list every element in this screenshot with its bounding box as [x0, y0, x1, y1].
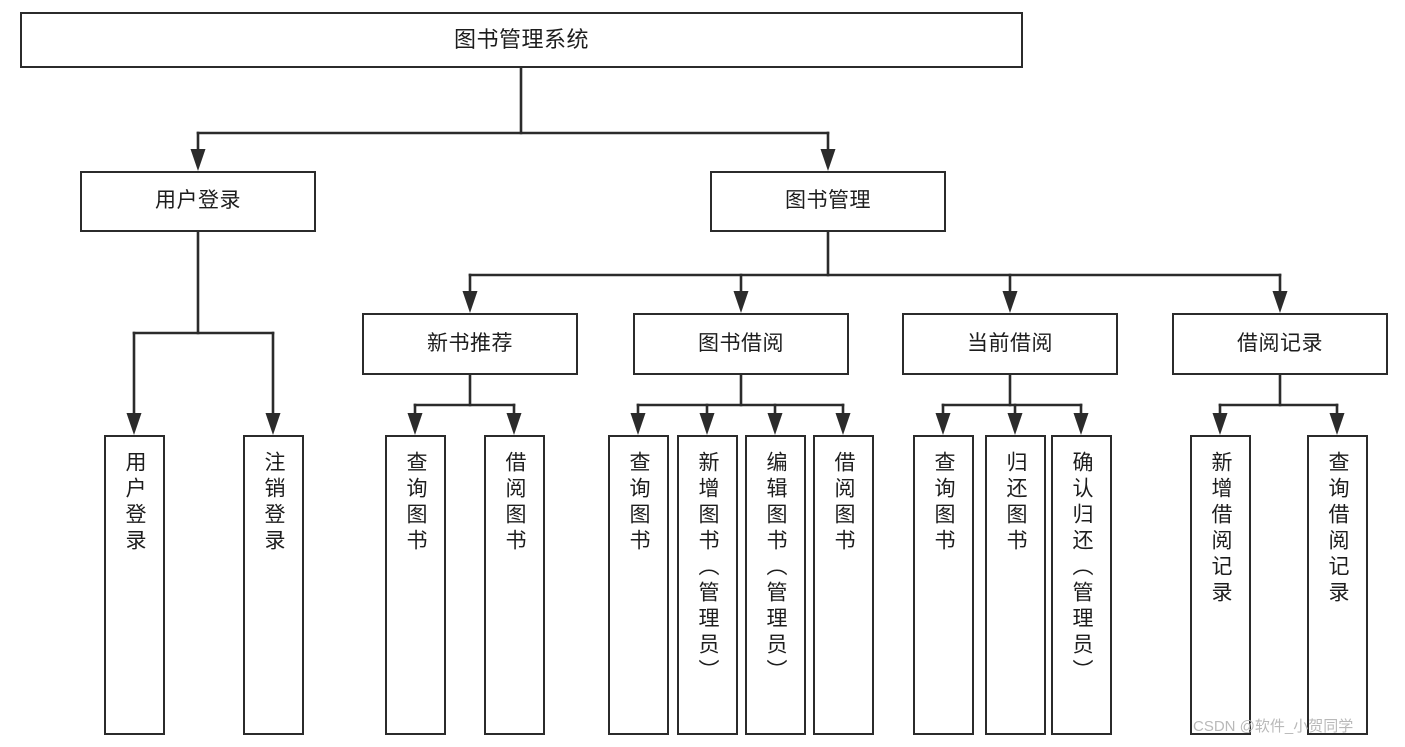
- node-label: 查询图书: [404, 451, 427, 555]
- node-label: 编辑图书（管理员）: [764, 451, 787, 685]
- node-label: 查询借阅记录: [1326, 451, 1349, 607]
- node-label: 注销登录: [262, 451, 285, 555]
- node-label: 新增借阅记录: [1209, 451, 1232, 607]
- node-current-borrow: 当前借阅: [902, 313, 1118, 375]
- node-label: 借阅图书: [503, 451, 526, 555]
- node-label: 新增图书（管理员）: [696, 451, 719, 685]
- node-label: 图书管理系统: [453, 27, 589, 53]
- user-login-group-arrow-1-head: [265, 413, 281, 435]
- node-leaf-query-borrow-record: 查询借阅记录: [1307, 435, 1368, 735]
- node-label: 借阅图书: [832, 451, 855, 555]
- book-mgmt-arrow-1-head: [733, 291, 749, 313]
- user-login-group-arrow-0-head: [126, 413, 142, 435]
- node-label: 借阅记录: [1237, 331, 1323, 355]
- node-user-login: 用户登录: [80, 171, 316, 232]
- node-label: 查询图书: [627, 451, 650, 555]
- node-leaf-edit-book: 编辑图书（管理员）: [745, 435, 806, 735]
- node-borrow-record: 借阅记录: [1172, 313, 1388, 375]
- node-leaf-query-book-borrow: 查询图书: [608, 435, 669, 735]
- node-leaf-borrow-book: 借阅图书: [813, 435, 874, 735]
- current-borrow-group-arrow-1-head: [1007, 413, 1023, 435]
- book-borrow-group-arrow-2-head: [767, 413, 783, 435]
- current-borrow-group-arrow-2-head: [1073, 413, 1089, 435]
- node-label: 当前借阅: [967, 331, 1053, 355]
- node-label: 归还图书: [1004, 451, 1027, 555]
- node-label: 查询图书: [932, 451, 955, 555]
- node-label: 图书借阅: [698, 331, 784, 355]
- node-label: 新书推荐: [427, 331, 513, 355]
- node-book-management: 图书管理: [710, 171, 946, 232]
- node-leaf-query-book-current: 查询图书: [913, 435, 974, 735]
- new-book-group-arrow-0-head: [407, 413, 423, 435]
- node-label: 用户登录: [123, 451, 146, 555]
- watermark: CSDN @软件_小贺同学: [1193, 718, 1354, 735]
- node-new-book-recommend: 新书推荐: [362, 313, 578, 375]
- new-book-group-arrow-1-head: [506, 413, 522, 435]
- borrow-record-group-arrow-0-head: [1212, 413, 1228, 435]
- node-label: 确认归还（管理员）: [1070, 451, 1093, 685]
- node-book-borrow: 图书借阅: [633, 313, 849, 375]
- book-mgmt-arrow-2-head: [1002, 291, 1018, 313]
- node-leaf-add-book: 新增图书（管理员）: [677, 435, 738, 735]
- node-leaf-user-login: 用户登录: [104, 435, 165, 735]
- node-root: 图书管理系统: [20, 12, 1023, 68]
- book-borrow-group-arrow-1-head: [699, 413, 715, 435]
- node-leaf-borrow-book-new: 借阅图书: [484, 435, 545, 735]
- book-borrow-group-arrow-0-head: [630, 413, 646, 435]
- book-mgmt-arrow-0-head: [462, 291, 478, 313]
- node-leaf-user-logout: 注销登录: [243, 435, 304, 735]
- book-mgmt-arrow-3-head: [1272, 291, 1288, 313]
- node-leaf-add-borrow-record: 新增借阅记录: [1190, 435, 1251, 735]
- root-arrow-0-head: [190, 149, 206, 171]
- book-borrow-group-arrow-3-head: [835, 413, 851, 435]
- node-leaf-return-book: 归还图书: [985, 435, 1046, 735]
- current-borrow-group-arrow-0-head: [935, 413, 951, 435]
- borrow-record-group-arrow-1-head: [1329, 413, 1345, 435]
- node-label: 用户登录: [155, 189, 241, 213]
- root-arrow-1-head: [820, 149, 836, 171]
- node-leaf-confirm-return: 确认归还（管理员）: [1051, 435, 1112, 735]
- node-leaf-query-book-new: 查询图书: [385, 435, 446, 735]
- node-label: 图书管理: [785, 189, 871, 213]
